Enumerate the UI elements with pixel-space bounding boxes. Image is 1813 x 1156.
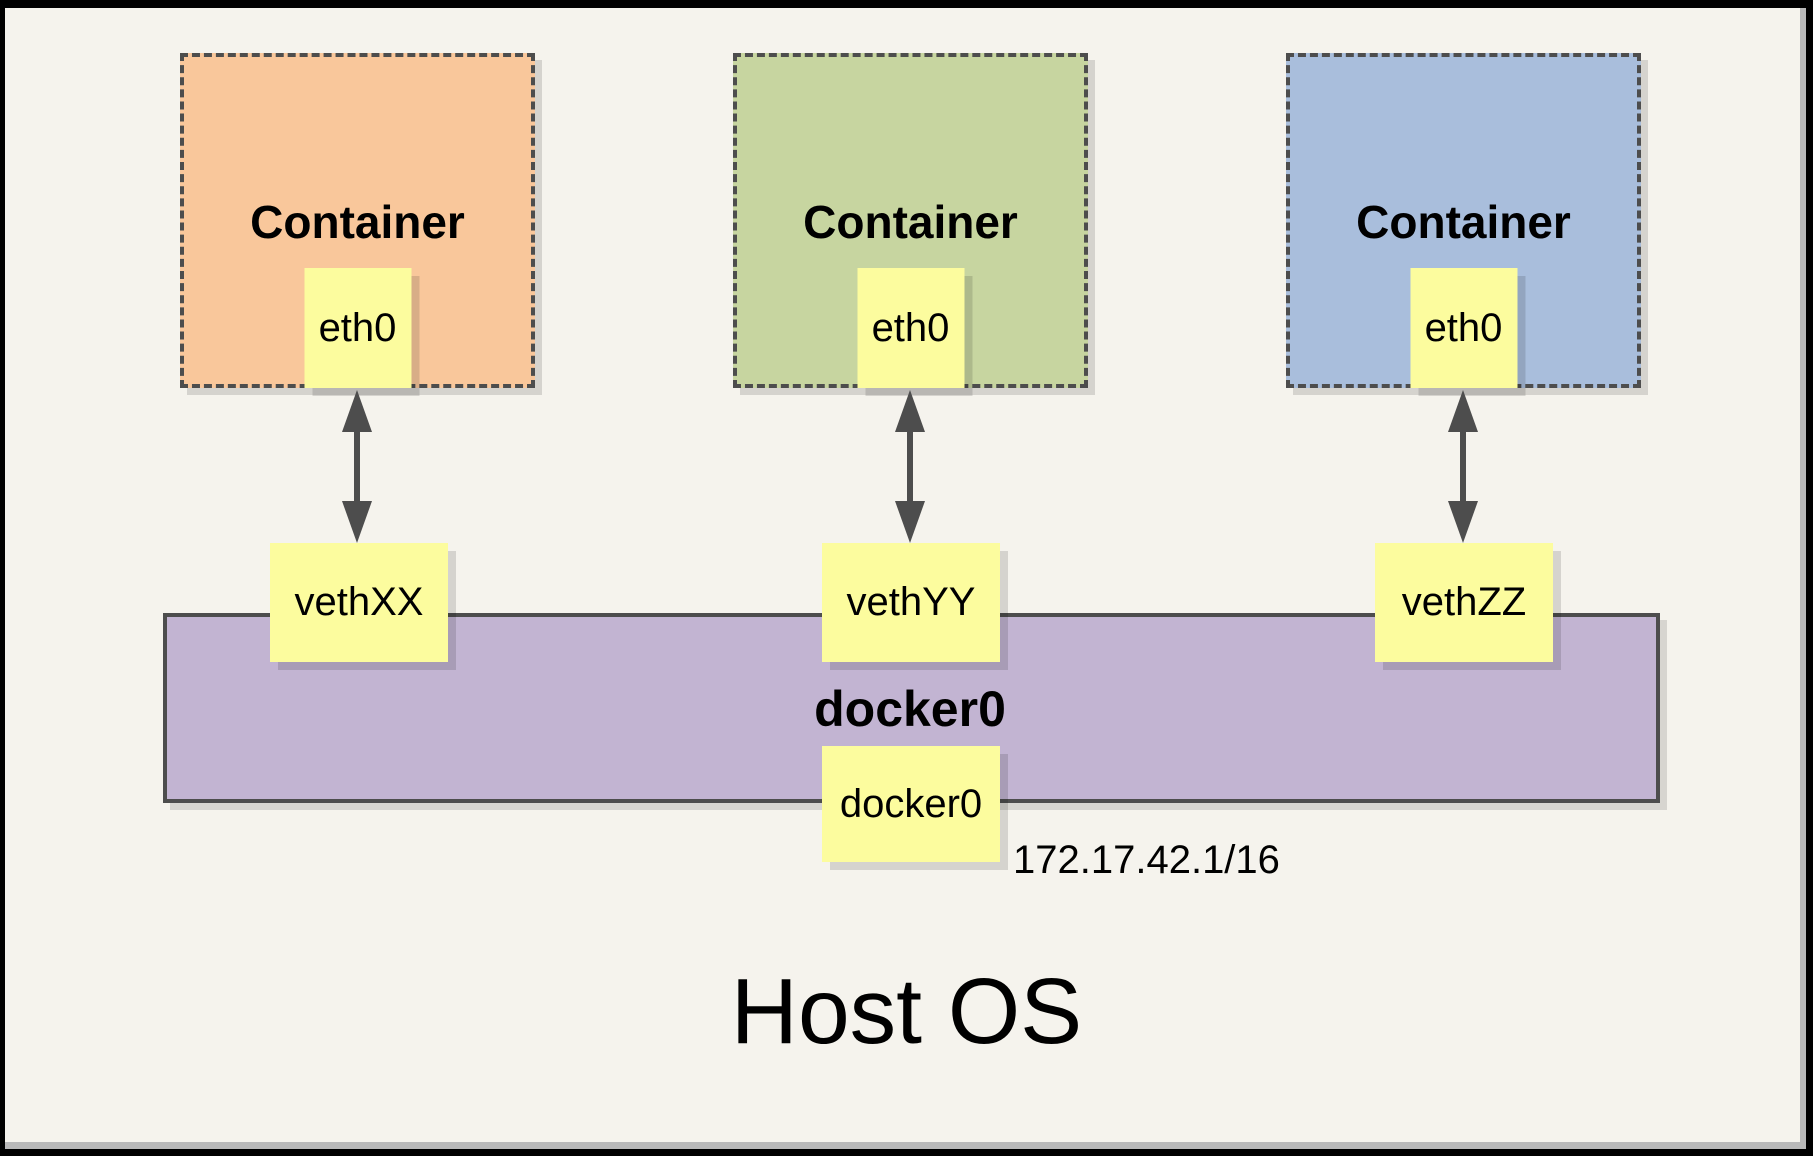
veth-label-2: vethYY [846,580,976,624]
bridge-interface-label: docker0 [839,781,983,826]
bridge-ip-address: 172.17.42.1/16 [1013,838,1280,882]
veth-note-3: vethZZ [1375,543,1553,662]
container-1-label: Container [250,196,465,248]
veth-note-2: vethYY [822,543,1000,662]
container-3-eth0-note: eth0 [1410,268,1517,388]
arrow-shaft [1460,420,1466,513]
container-2-label: Container [803,196,1018,248]
double-arrow-icon [1447,390,1479,543]
veth-label-3: vethZZ [1401,580,1527,624]
veth-label-1: vethXX [294,580,424,624]
container-box-1: Container eth0 [180,53,535,388]
container-box-2: Container eth0 [733,53,1088,388]
container-3-label: Container [1356,196,1571,248]
container-3-eth0-label: eth0 [1424,305,1503,350]
arrowhead-down-icon [895,501,925,543]
arrowhead-down-icon [342,501,372,543]
bridge-interface-note: docker0 [822,746,1000,862]
container-1-eth0-label: eth0 [318,305,397,350]
bridge-label: docker0 [814,681,1006,737]
container-1-eth0-note: eth0 [304,268,411,388]
double-arrow-icon [341,390,373,543]
double-arrow-icon [894,390,926,543]
container-2-eth0-note: eth0 [857,268,964,388]
arrowhead-down-icon [1448,501,1478,543]
container-box-3: Container eth0 [1286,53,1641,388]
container-2-eth0-label: eth0 [871,305,950,350]
arrow-shaft [354,420,360,513]
arrow-shaft [907,420,913,513]
veth-note-1: vethXX [270,543,448,662]
host-os-label: Host OS [730,959,1083,1063]
